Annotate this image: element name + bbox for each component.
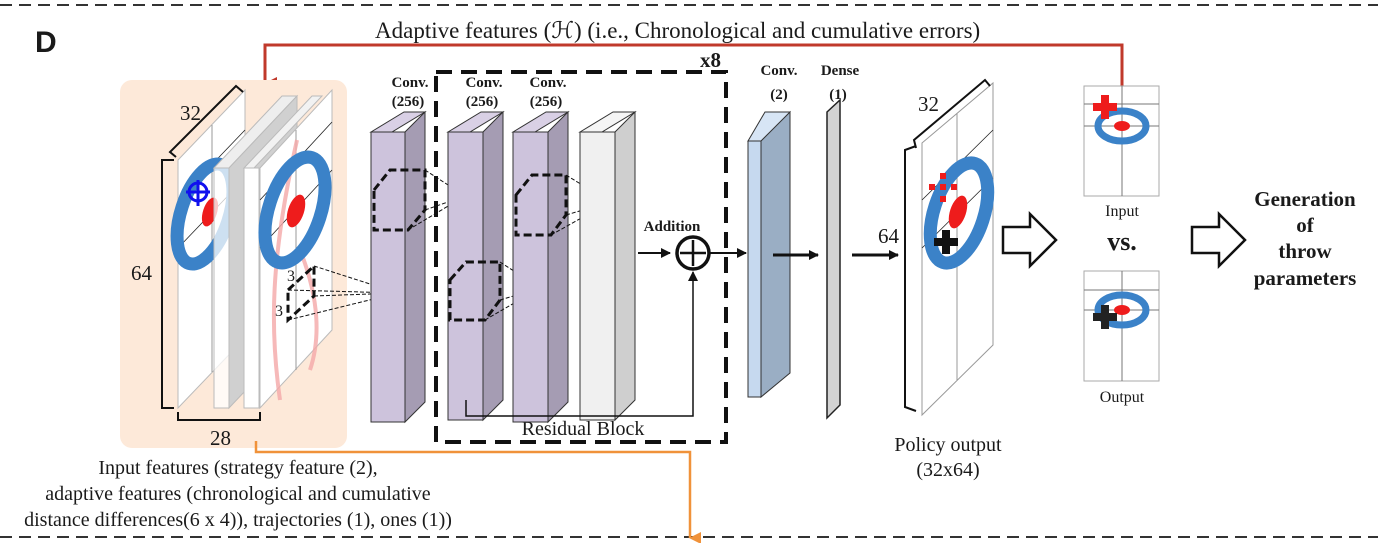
comparison-vs-label: vs. — [1107, 227, 1137, 256]
dense-layer — [826, 98, 841, 420]
addition-label: Addition — [644, 219, 701, 235]
skip-connection — [465, 271, 698, 417]
input-depth-label: 28 — [210, 426, 231, 450]
conv-3-name: Conv. — [529, 75, 566, 91]
comparison-input-sheet — [1083, 85, 1160, 197]
input-feature-stack — [170, 88, 399, 410]
policy-height-label: 64 — [878, 224, 900, 248]
conv-1-name: Conv. — [391, 75, 428, 91]
panel-label: D — [35, 26, 57, 59]
policy-caption-line-2: (32x64) — [916, 459, 979, 481]
conv-layer-2 — [446, 110, 541, 422]
dotted-red-cross-icon — [929, 173, 957, 202]
input-caption-line-1: Input features (strategy feature (2), — [98, 457, 377, 479]
input-height-label: 64 — [131, 261, 153, 285]
kernel-width-label: 3 — [275, 303, 283, 320]
residual-block-label: Residual Block — [522, 418, 645, 440]
height-brace — [161, 159, 174, 409]
blue-target-marker-icon — [186, 180, 210, 206]
width-brace — [168, 84, 244, 158]
black-cross-output-icon — [1093, 305, 1117, 329]
policy-to-comparison-arrow — [1001, 210, 1058, 270]
comparison-output-label: Output — [1100, 389, 1145, 406]
policy-caption-line-1: Policy output — [894, 434, 1002, 456]
residual-intermediate-layer — [578, 110, 637, 422]
conv-layer-1 — [369, 110, 466, 424]
conv-1-size: (256) — [392, 94, 425, 110]
input-output-arrow — [254, 441, 701, 543]
input-width-label: 32 — [180, 101, 201, 125]
policy-height-brace — [904, 145, 917, 412]
feedback-label: Adaptive features (ℋ) (i.e., Chronologic… — [375, 18, 980, 43]
input-caption-line-3: distance differences(6 x 4)), trajectori… — [24, 509, 452, 531]
conv-4-name: Conv. — [760, 63, 797, 79]
conv-3-size: (256) — [530, 94, 563, 110]
comparison-to-generation-arrow — [1190, 210, 1247, 270]
input-caption-line-2: adaptive features (chronological and cum… — [45, 483, 431, 505]
policy-width-label: 32 — [918, 92, 939, 116]
residual-block-frame — [434, 70, 728, 444]
conv-2-size: (256) — [466, 94, 499, 110]
comparison-output-sheet — [1083, 270, 1160, 382]
generation-line-4: parameters — [1254, 266, 1357, 290]
generation-line-3: throw — [1278, 239, 1332, 263]
feedback-arrow — [263, 43, 1124, 91]
dense-name: Dense — [821, 63, 860, 79]
black-cross-icon — [934, 230, 958, 254]
conv-layer-3 — [511, 110, 611, 424]
policy-output-plane — [921, 81, 995, 417]
kernel-height-label: 3 — [287, 268, 295, 285]
addition-operator-icon — [675, 235, 711, 271]
dense-size: (1) — [829, 87, 847, 103]
generation-line-1: Generation — [1254, 187, 1356, 211]
conv-4-size: (2) — [770, 87, 788, 103]
red-cross-icon — [1093, 95, 1117, 119]
residual-repeat-label: x8 — [700, 48, 721, 72]
policy-width-brace — [912, 78, 991, 149]
comparison-input-label: Input — [1105, 203, 1139, 220]
conv-2-name: Conv. — [465, 75, 502, 91]
generation-line-2: of — [1296, 213, 1315, 237]
depth-brace — [177, 412, 261, 421]
